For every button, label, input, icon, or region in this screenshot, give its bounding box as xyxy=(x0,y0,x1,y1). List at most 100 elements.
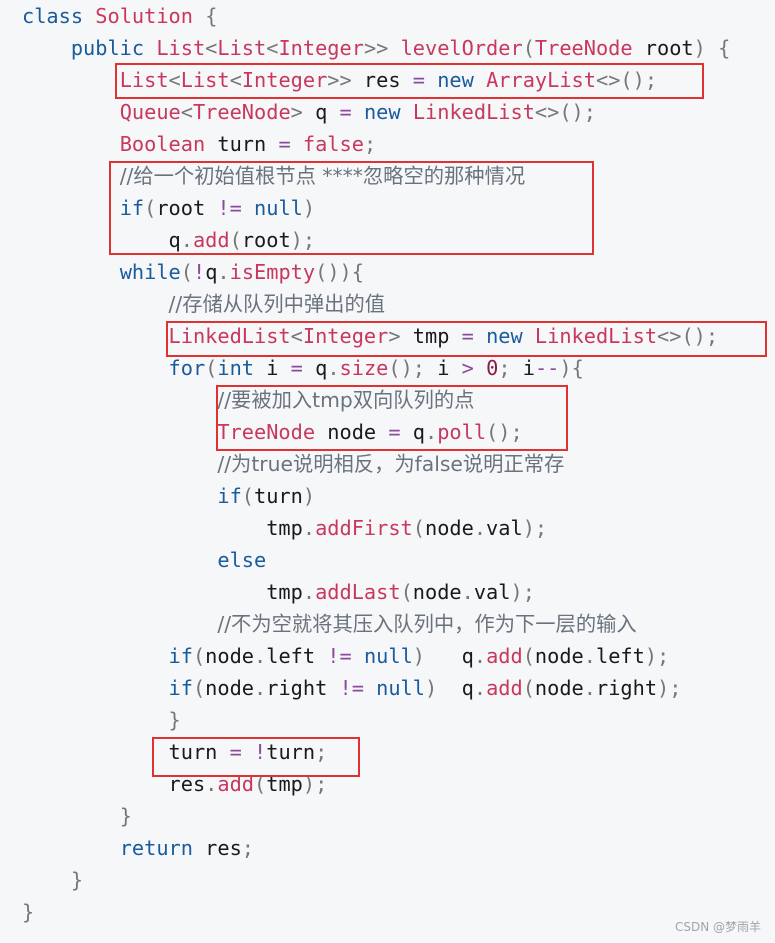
code-line: else xyxy=(22,544,266,576)
code-token: i xyxy=(254,356,291,380)
code-token: new xyxy=(486,324,523,348)
code-token: new xyxy=(437,68,474,92)
code-token: . xyxy=(473,676,487,700)
code-token xyxy=(22,612,217,636)
code-token: turn xyxy=(205,132,279,156)
code-token xyxy=(22,484,217,508)
code-token xyxy=(22,260,120,284)
code-token: ArrayList xyxy=(486,68,596,92)
code-token: >> xyxy=(327,68,352,92)
code-token xyxy=(22,100,120,124)
code-token xyxy=(22,708,169,732)
code-token: . xyxy=(205,772,218,796)
code-token: res xyxy=(351,68,413,92)
code-token: //不为空就将其压入队列中，作为下一层的输入 xyxy=(217,612,637,636)
code-token: . xyxy=(302,516,316,540)
code-token: for xyxy=(168,356,206,380)
code-token xyxy=(22,580,266,604)
highlight-box-res-declaration xyxy=(115,63,704,99)
code-token: null xyxy=(363,644,413,668)
code-line: if(node.left != null) q.add(node.left); xyxy=(22,640,670,672)
code-token: ) xyxy=(424,676,438,700)
code-token: ){ xyxy=(559,356,584,380)
code-line: List<List<Integer>> res = new ArrayList<… xyxy=(22,64,657,96)
code-token: ) xyxy=(412,644,425,668)
code-token: = xyxy=(461,324,474,348)
code-token: Integer xyxy=(241,68,328,92)
code-token: right xyxy=(595,676,658,700)
code-token: if xyxy=(119,196,145,220)
code-token: > xyxy=(461,356,474,380)
code-token: Solution xyxy=(95,4,193,28)
code-line: public List<List<Integer>> levelOrder(Tr… xyxy=(22,32,730,64)
code-token: add xyxy=(486,676,523,700)
code-token: ); xyxy=(644,644,670,668)
code-token: Queue xyxy=(119,100,181,124)
code-token: ); xyxy=(510,580,535,604)
code-line: turn = !turn; xyxy=(22,736,328,768)
code-line: q.add(root); xyxy=(22,224,316,256)
code-line: return res; xyxy=(22,832,254,864)
code-line: } xyxy=(22,704,181,736)
code-token xyxy=(22,164,120,188)
code-token: node xyxy=(315,420,389,444)
code-token: ( xyxy=(192,644,206,668)
code-token: } xyxy=(70,868,84,892)
code-token: res xyxy=(192,836,242,860)
code-token: tmp xyxy=(400,324,462,348)
code-line: //为true说明相反，为false说明正常存 xyxy=(22,448,564,480)
code-token xyxy=(22,388,217,412)
code-token: <>(); xyxy=(657,324,719,348)
code-token: } xyxy=(119,804,132,828)
highlight-box-node-poll xyxy=(216,385,568,451)
code-token: isEmpty xyxy=(229,260,316,284)
csdn-watermark: CSDN @梦雨羊 xyxy=(674,920,761,934)
code-token: < xyxy=(205,36,218,60)
code-token: new xyxy=(363,100,401,124)
code-token xyxy=(706,36,718,60)
code-token: -- xyxy=(534,356,560,380)
code-token: ( xyxy=(522,644,535,668)
code-token xyxy=(364,676,376,700)
code-token: . xyxy=(473,644,487,668)
code-token: false xyxy=(302,132,364,156)
code-token xyxy=(22,548,217,572)
code-token: node xyxy=(534,644,584,668)
code-token xyxy=(22,132,120,156)
code-token xyxy=(22,292,169,316)
code-token xyxy=(22,676,169,700)
code-token: turn xyxy=(266,740,316,764)
code-token: node xyxy=(412,580,462,604)
code-token: ( xyxy=(241,484,255,508)
code-token: 0 xyxy=(486,356,499,380)
code-token xyxy=(474,356,486,380)
code-token: TreeNode xyxy=(217,420,316,444)
code-token: = xyxy=(278,132,291,156)
code-token: . xyxy=(424,420,438,444)
code-token: //为true说明相反，为false说明正常存 xyxy=(217,452,565,476)
code-line: for(int i = q.size(); i > 0; i--){ xyxy=(22,352,584,384)
code-token: node xyxy=(534,676,584,700)
code-token: ; xyxy=(363,132,377,156)
code-token: ( xyxy=(192,676,206,700)
code-token: >> xyxy=(363,36,389,60)
code-line: //不为空就将其压入队列中，作为下一层的输入 xyxy=(22,608,637,640)
code-line: while(!q.isEmpty()){ xyxy=(22,256,364,288)
code-token: i xyxy=(425,356,462,380)
code-token: q xyxy=(168,228,181,252)
code-token: q xyxy=(302,100,340,124)
code-token: . xyxy=(583,644,596,668)
code-token: . xyxy=(461,580,474,604)
code-token xyxy=(22,868,71,892)
code-token: public xyxy=(70,36,145,60)
code-line: //要被加入tmp双向队列的点 xyxy=(22,384,474,416)
code-token: ); xyxy=(290,228,316,252)
code-token: while xyxy=(119,260,181,284)
code-token: root xyxy=(241,228,291,252)
code-token: val xyxy=(486,516,523,540)
code-token: add xyxy=(192,228,230,252)
code-token: node xyxy=(205,644,255,668)
code-token: //存储从队列中弹出的值 xyxy=(168,292,386,316)
code-token: ; xyxy=(498,356,511,380)
code-token: q xyxy=(205,260,218,284)
